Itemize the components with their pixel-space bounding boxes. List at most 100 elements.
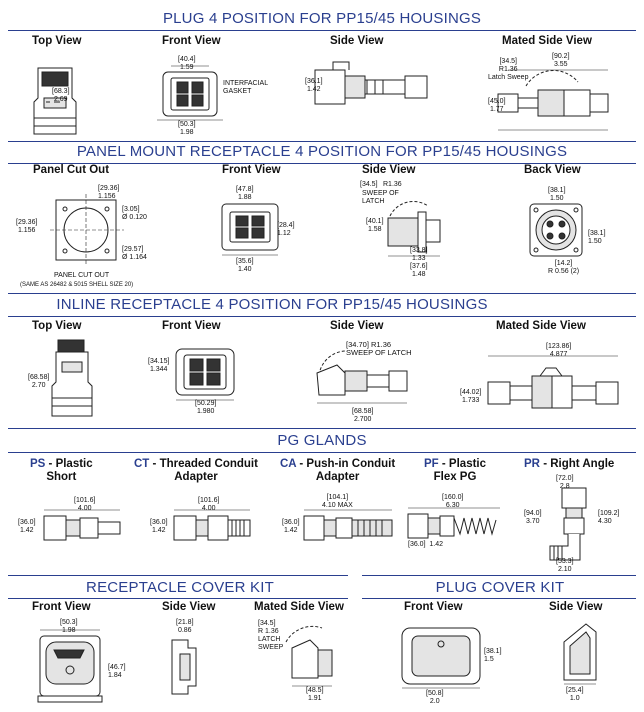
gland-pr-width-dim: [72.0] 2.8 — [556, 475, 574, 491]
dim-value: [90.2] — [552, 53, 570, 60]
dim-value: 2.8 — [559, 483, 570, 490]
plug-side-dim: [36.1] 1.42 — [305, 78, 323, 94]
gland-name: Adapter — [315, 471, 360, 483]
dim-value: 1.42 — [429, 541, 444, 548]
dim-value: [47.8] — [236, 186, 254, 193]
panel-side-sweep-dim: [34.5] — [360, 181, 378, 189]
inline-mated-width-dim: [123.86] 4.877 — [546, 343, 571, 359]
inline-mated-height-dim: [44.02] 1.733 — [460, 389, 481, 405]
dim-value: 2.69 — [53, 96, 68, 103]
dim-value: 2.10 — [557, 566, 572, 573]
dim-value: [123.86] — [546, 343, 572, 350]
divider — [8, 141, 636, 142]
panel-side-height-dim: [40.1] 1.58 — [366, 218, 384, 234]
gland-title-ps: PS - Plastic Short — [30, 458, 93, 484]
view-label-front: Front View — [162, 320, 221, 332]
panel-back-radius-dim: [14.2] R 0.56 (2) — [548, 260, 579, 276]
dim-value: [29.36] — [16, 219, 38, 226]
view-label-panel-cut-out: Panel Cut Out — [33, 164, 110, 176]
section-title-panel-mount: PANEL MOUNT RECEPTACLE 4 POSITION FOR PP… — [76, 143, 568, 160]
pcover-side-view-drawing — [563, 623, 597, 685]
dim-value: [36.0] — [18, 519, 36, 526]
dim-value: [33.8] — [410, 247, 428, 254]
dim-value: [38.1] — [588, 230, 606, 237]
dim-value: [34.5] — [258, 620, 276, 627]
view-label-front: Front View — [162, 35, 221, 47]
gland-ct-height-dim: [36.0] 1.42 — [150, 519, 168, 535]
divider — [8, 30, 636, 31]
dim-value: 1.12 — [277, 230, 291, 237]
dim-value: [101.6] — [74, 497, 96, 504]
dim-value: [29.36] — [98, 185, 120, 192]
dim-value: 4.00 — [201, 505, 216, 512]
panel-side-bottom-dim-a: [33.8] 1.33 — [410, 247, 428, 263]
dim-value: 1.156 — [17, 227, 36, 234]
dim-value: 1.42 — [283, 527, 298, 534]
gland-pr-bottom-dim: [53.3] 2.10 — [556, 558, 574, 574]
pcover-front-view-drawing — [401, 627, 481, 689]
dim-value: [94.0] — [524, 510, 542, 517]
view-label-mated-side: Mated Side View — [254, 601, 344, 613]
gland-ca-drawing — [303, 509, 393, 541]
gland-title-ca: CA - Push-in Conduit Adapter — [280, 458, 395, 484]
panel-cut-caption: PANEL CUT OUT — [54, 272, 110, 279]
dim-value: [36.1] — [305, 78, 323, 85]
dim-value: [40.1] — [366, 218, 384, 225]
gland-title-pr: PR - Right Angle — [524, 458, 614, 471]
plug-top-view-drawing — [33, 67, 77, 135]
gland-ps-drawing — [43, 509, 121, 541]
dim-value: 1.50 — [549, 195, 564, 202]
dim-value: 1.98 — [61, 627, 76, 634]
panel-front-view-drawing — [221, 203, 279, 256]
divider — [8, 293, 636, 294]
dim-value: [3.05] — [122, 206, 140, 213]
dim-value: SWEEP OF LATCH — [346, 348, 412, 357]
gland-code: PS — [30, 458, 46, 470]
view-label-side: Side View — [549, 601, 603, 613]
plug-gasket-label: INTERFACIAL GASKET — [223, 80, 269, 95]
gland-ct-width-dim: [101.6] 4.00 — [198, 497, 219, 513]
dim-value: 1.40 — [237, 266, 252, 273]
dim-value: 2.70 — [31, 382, 46, 389]
dim-value: 1.5 — [484, 656, 494, 663]
dim-value: [46.7] — [108, 664, 126, 671]
section-title-plug: PLUG 4 POSITION FOR PP15/45 HOUSINGS — [162, 10, 482, 27]
plug-front-bottom-dim: [50.3] 1.98 — [178, 121, 196, 137]
rcover-mated-sweep-dim: [34.5] R 1.36 LATCH SWEEP — [258, 620, 283, 652]
dim-value: [50.3] — [60, 619, 78, 626]
dim-value: 0.86 — [177, 627, 192, 634]
dim-value: 1.84 — [108, 672, 122, 679]
panel-back-height-dim: [38.1] 1.50 — [588, 230, 606, 246]
dim-value: [38.1] — [484, 648, 502, 655]
dim-value: 4.30 — [598, 518, 612, 525]
view-label-mated-side: Mated Side View — [496, 320, 586, 332]
inline-top-dim: [68.58] 2.70 — [28, 374, 49, 390]
gland-name: - Push-in Conduit — [299, 458, 396, 470]
dim-value: [53.3] — [556, 558, 574, 565]
plug-mated-sweep-dim: [34.5] R1.36 Latch Sweep — [488, 58, 528, 82]
gland-code: CT — [134, 458, 150, 470]
dim-value: 4.877 — [549, 351, 568, 358]
gland-ca-width-dim: [104.1] 4.10 MAX — [322, 494, 353, 510]
gland-pr-overall-dim: [109.2] 4.30 — [598, 510, 619, 526]
dim-value: [44.02] — [460, 389, 482, 396]
dim-value: 1.42 — [151, 527, 166, 534]
dim-value: 1.42 — [19, 527, 34, 534]
view-label-front: Front View — [32, 601, 91, 613]
dim-value: 1.344 — [149, 366, 168, 373]
dim-value: [50.3] — [178, 121, 196, 128]
section-title-pg-glands: PG GLANDS — [277, 432, 367, 449]
gland-name: - Plastic — [441, 458, 487, 470]
pcover-side-bottom-dim: [25.4] 1.0 — [566, 687, 584, 703]
view-label-side: Side View — [162, 601, 216, 613]
rcover-front-view-drawing — [37, 629, 103, 703]
plug-mated-width-dim: [90.2] 3.55 — [552, 53, 570, 69]
gland-name: - Plastic — [48, 458, 93, 470]
gland-name: Flex PG — [433, 471, 477, 483]
gland-pf-height-dim: [36.0] 1.42 — [408, 541, 443, 549]
dim-value: 1.980 — [196, 408, 215, 415]
dim-value: [101.6] — [198, 497, 220, 504]
dim-value: 1.59 — [179, 64, 194, 71]
section-title-inline: INLINE RECEPTACLE 4 POSITION FOR PP15/45… — [56, 296, 488, 313]
view-label-back: Back View — [524, 164, 581, 176]
